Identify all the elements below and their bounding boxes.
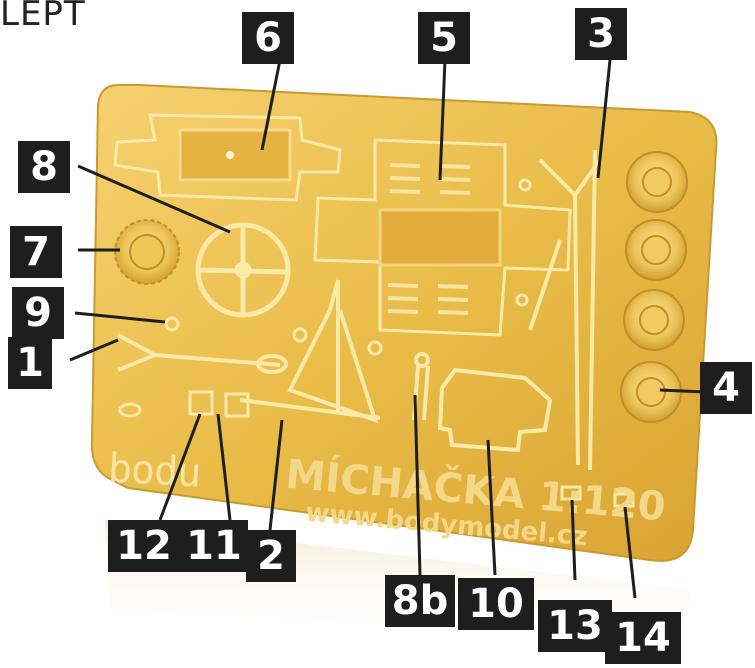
callout-7: 7 (10, 226, 62, 278)
part-7-gear (114, 219, 180, 285)
part-2-tripod (239, 279, 381, 424)
callout-6: 6 (242, 12, 294, 64)
heading-text: LEPT (0, 0, 86, 34)
part-8-wheel (195, 222, 291, 318)
callout-1: 1 (8, 337, 52, 389)
callout-14: 14 (605, 612, 681, 664)
callout-5: 5 (418, 12, 470, 64)
callout-9: 9 (12, 287, 64, 339)
callout-10: 10 (458, 578, 534, 630)
part-1-lever (117, 333, 288, 374)
callout-13: 13 (538, 600, 612, 652)
part-10-box (437, 367, 553, 453)
brass-plate (90, 84, 718, 562)
part-4-discs (620, 151, 688, 423)
callout-4: 4 (700, 362, 752, 414)
callout-2: 2 (246, 530, 296, 582)
callout-11: 11 (180, 520, 248, 572)
callout-8b: 8b (385, 575, 455, 627)
callout-3: 3 (575, 8, 627, 60)
callout-12: 12 (108, 520, 180, 572)
part-3-arm (528, 149, 602, 471)
callout-8: 8 (18, 141, 70, 193)
brand-logo: bodu (106, 445, 202, 497)
part-5-frame (313, 138, 572, 337)
